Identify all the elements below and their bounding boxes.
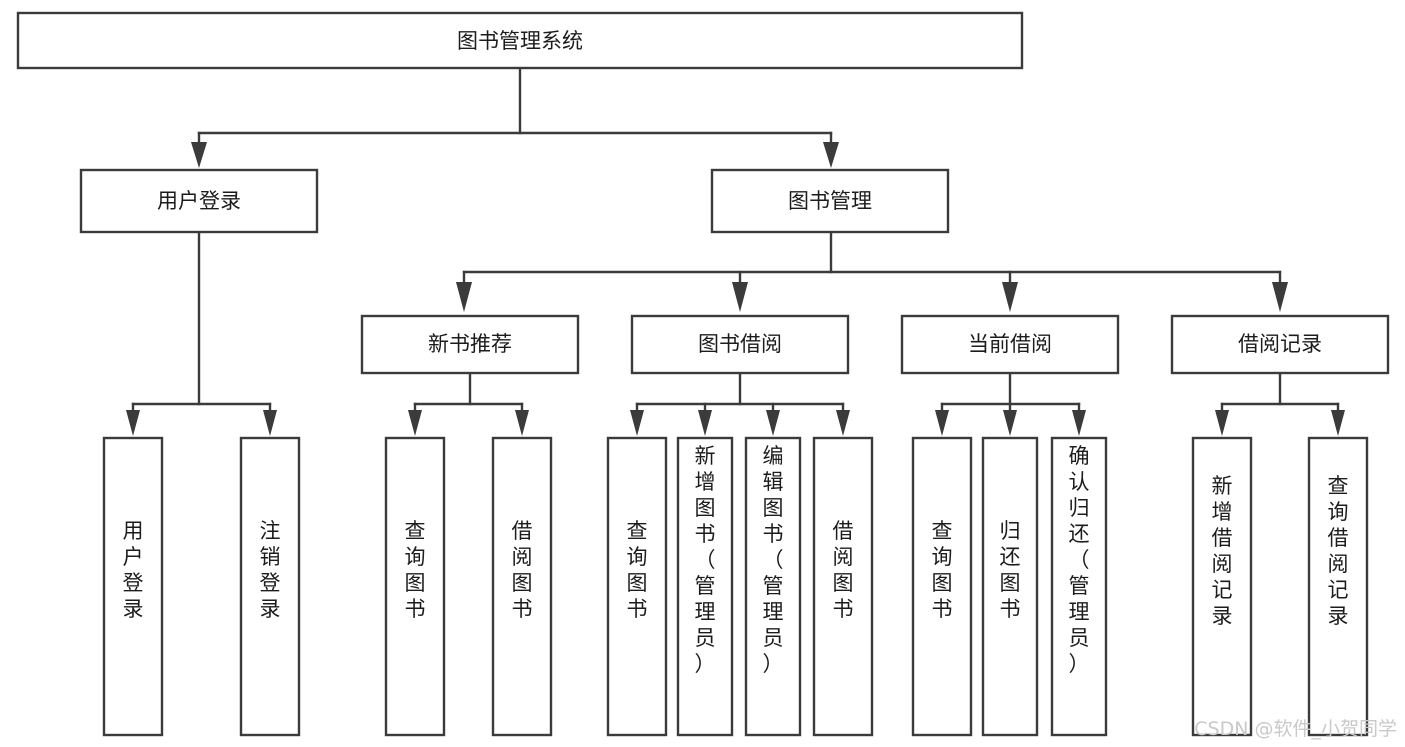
leaf-borrow-borrow-book-label: 借阅图书 [833, 519, 854, 621]
leaf-node[interactable]: 注销登录 [239, 436, 301, 737]
arrow-head-bm-c2 [732, 282, 748, 312]
leaf-borrow-add-book-box[interactable] [676, 436, 734, 737]
node-borrow-record-box[interactable] [1170, 314, 1390, 375]
leaf-node[interactable]: 查询图书 [384, 436, 446, 737]
node-book-borrow-box[interactable] [630, 314, 850, 375]
leaf-current-return-book-label: 归还图书 [1000, 519, 1021, 621]
node-borrow-record-label: 借阅记录 [1238, 332, 1322, 356]
arrow-head-cb-leaf1 [935, 410, 949, 436]
arrow-head-bb-leaf2 [698, 410, 712, 436]
leaf-borrow-edit-book-box[interactable] [744, 436, 802, 737]
arrow-head-br-leaf2 [1331, 410, 1345, 436]
node-user-login-box[interactable] [79, 168, 319, 234]
leaf-current-return-book-box[interactable] [981, 436, 1039, 737]
leaf-logout-label: 注销登录 [260, 519, 281, 621]
leaf-recommend-query-book-box[interactable] [384, 436, 446, 737]
arrow-head-rc-leaf2 [515, 410, 529, 436]
leaf-logout-box[interactable] [239, 436, 301, 737]
leaf-node[interactable]: 新增图书（管理员） [676, 436, 734, 737]
leaf-node[interactable]: 查询图书 [606, 436, 668, 737]
leaf-node[interactable]: 确认归还（管理员） [1050, 436, 1108, 737]
leaf-node[interactable]: 借阅图书 [491, 436, 553, 737]
leaf-recommend-borrow-book-label: 借阅图书 [512, 519, 533, 621]
node-new-book-recommend-box[interactable] [360, 314, 580, 375]
connector-group-book-manage-to-level3 [456, 230, 1288, 312]
node-book-borrow-label: 图书借阅 [698, 332, 782, 356]
leaf-node[interactable]: 查询借阅记录 [1307, 436, 1369, 737]
connector-group-user-login-to-leaves [126, 230, 277, 436]
arrow-head-ul-leaf1 [126, 410, 140, 436]
leaf-borrow-edit-book-label: 编辑图书（管理员） [763, 444, 784, 676]
arrow-head-cb-leaf3 [1072, 410, 1086, 436]
arrow-head-book-manage [823, 142, 839, 168]
connector-group-record-to-leaves [1215, 371, 1345, 436]
leaf-current-query-book-label: 查询图书 [932, 519, 953, 621]
leaf-current-confirm-return-label: 确认归还（管理员） [1069, 444, 1090, 676]
leaf-user-login-box[interactable] [102, 436, 164, 737]
node-current-borrow[interactable]: 当前借阅 [900, 314, 1120, 375]
arrow-head-bb-leaf4 [836, 410, 850, 436]
arrow-head-bb-leaf3 [766, 410, 780, 436]
arrow-head-bb-leaf1 [630, 410, 644, 436]
arrow-head-bm-c1 [456, 282, 472, 312]
leaf-user-login-label: 用户登录 [123, 519, 144, 621]
leaf-node[interactable]: 借阅图书 [812, 436, 874, 737]
arrow-head-user-login [191, 142, 207, 168]
leaf-node[interactable]: 查询图书 [911, 436, 973, 737]
node-current-borrow-label: 当前借阅 [968, 332, 1052, 356]
leaf-borrow-query-book-label: 查询图书 [627, 519, 648, 621]
node-new-book-recommend[interactable]: 新书推荐 [360, 314, 580, 375]
connector-group-borrow-to-leaves [630, 371, 850, 436]
connector-group-current-to-leaves [935, 371, 1086, 436]
leaf-recommend-query-book-label: 查询图书 [405, 519, 426, 621]
csdn-watermark: CSDN @软件_小贺同学 [1194, 718, 1397, 740]
leaf-current-confirm-return-box[interactable] [1050, 436, 1108, 737]
arrow-head-rc-leaf1 [408, 410, 422, 436]
node-user-login-label: 用户登录 [157, 189, 241, 213]
node-root-box[interactable] [16, 11, 1024, 70]
arrow-head-ul-leaf2 [263, 410, 277, 436]
node-root-system[interactable]: 图书管理系统 [16, 11, 1024, 70]
leaf-borrow-add-book-label: 新增图书（管理员） [695, 444, 716, 676]
connector-group-root-to-level2 [191, 66, 839, 168]
node-current-borrow-box[interactable] [900, 314, 1120, 375]
node-book-management[interactable]: 图书管理 [710, 168, 950, 234]
leaf-record-query-box[interactable] [1307, 436, 1369, 737]
node-book-management-label: 图书管理 [788, 189, 872, 213]
leaf-record-query-label: 查询借阅记录 [1328, 474, 1349, 628]
leaf-record-add-label: 新增借阅记录 [1212, 474, 1233, 628]
arrow-head-bm-c3 [1002, 282, 1018, 312]
node-book-management-box[interactable] [710, 168, 950, 234]
node-user-login[interactable]: 用户登录 [79, 168, 319, 234]
leaf-node[interactable]: 归还图书 [981, 436, 1039, 737]
arrow-head-cb-leaf2 [1003, 410, 1017, 436]
leaf-borrow-query-book-box[interactable] [606, 436, 668, 737]
arrow-head-br-leaf1 [1215, 410, 1229, 436]
connector-group-recommend-to-leaves [408, 371, 529, 436]
node-borrow-record[interactable]: 借阅记录 [1170, 314, 1390, 375]
leaf-node[interactable]: 新增借阅记录 [1191, 436, 1253, 737]
leaf-node[interactable]: 编辑图书（管理员） [744, 436, 802, 737]
node-new-book-recommend-label: 新书推荐 [428, 332, 512, 356]
leaf-recommend-borrow-book-box[interactable] [491, 436, 553, 737]
leaf-record-add-box[interactable] [1191, 436, 1253, 737]
leaf-borrow-borrow-book-box[interactable] [812, 436, 874, 737]
leaf-node[interactable]: 用户登录 [102, 436, 164, 737]
node-root-label: 图书管理系统 [457, 29, 583, 53]
arrow-head-bm-c4 [1272, 282, 1288, 312]
node-book-borrow[interactable]: 图书借阅 [630, 314, 850, 375]
leaf-current-query-book-box[interactable] [911, 436, 973, 737]
